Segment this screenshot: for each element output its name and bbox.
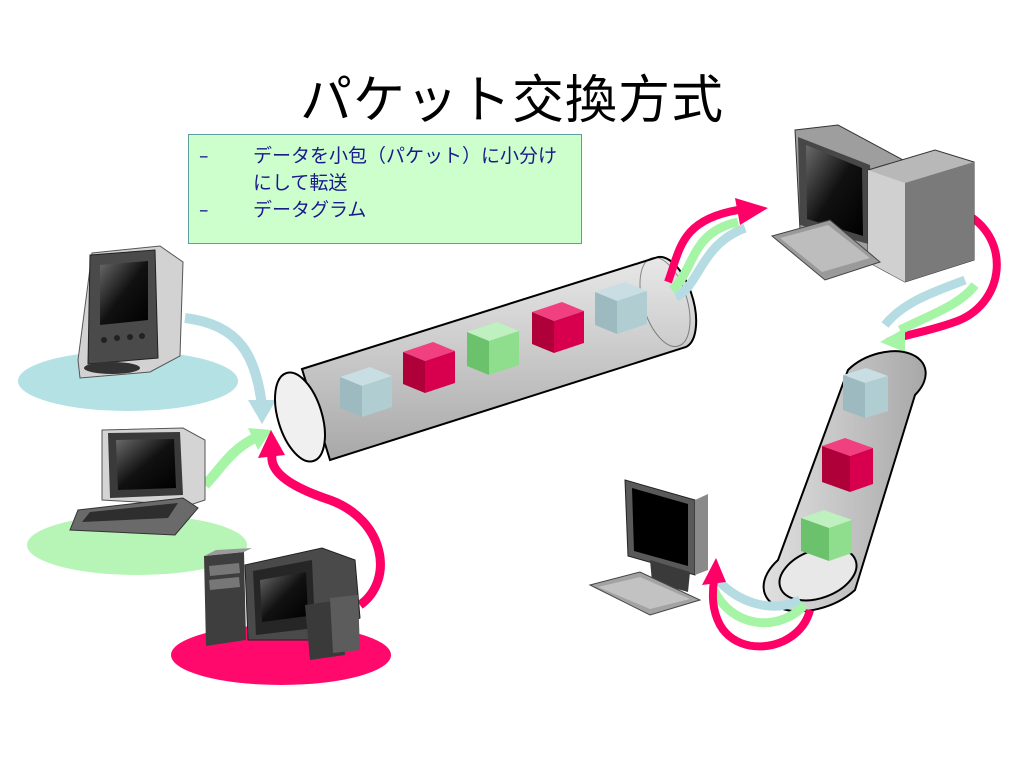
desktop-to-tube-arrow [258,430,385,609]
pda-to-tube-arrow [184,313,276,424]
packet-cube-icon [340,367,392,417]
laptop-icon [69,427,206,536]
packet-cube-icon [595,282,647,334]
bullet-marker: – [199,199,209,221]
laptop-to-tube-arrow [201,428,272,489]
pda-icon [77,245,184,379]
bullet-item: – データを小包（パケット）に小分けにして転送 [199,143,571,197]
packet-cube-icon [403,342,455,393]
bullet-marker: – [199,145,209,167]
packet-cube-icon [532,302,584,353]
tower-pc-icon [770,124,975,283]
packet-cube-icon [467,322,519,375]
packet-cube-icon [843,368,888,418]
lcd-monitor-icon [588,479,708,616]
bullet-text: データグラム [253,199,367,221]
packet-cube-icon [822,438,873,492]
server-to-tube-arrows [880,211,1001,352]
slide-title: パケット交換方式 [299,71,724,131]
tube-to-server-arrows [664,198,768,302]
desktop-pc-icon [204,547,361,660]
bullet-text: データを小包（パケット）に小分けにして転送 [253,145,558,194]
pda-base-ellipse [18,351,238,411]
packet-cube-icon [801,510,852,561]
tube-to-monitor-arrows [702,558,814,651]
bullet-box: – データを小包（パケット）に小分けにして転送 – データグラム [188,134,582,244]
bullet-item: – データグラム [199,197,571,224]
